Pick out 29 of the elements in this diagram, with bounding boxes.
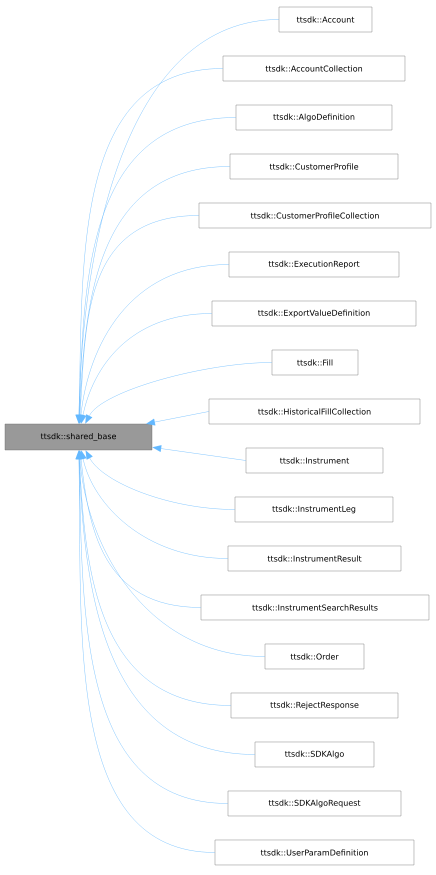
class-box: ttsdk::CustomerProfileCollection bbox=[198, 202, 432, 228]
class-box: ttsdk::Account bbox=[278, 6, 372, 32]
inheritance-arrow bbox=[85, 362, 272, 424]
class-box: ttsdk::AccountCollection bbox=[222, 56, 406, 82]
class-box: ttsdk::InstrumentSearchResults bbox=[200, 594, 430, 620]
class-box: ttsdk::Fill bbox=[272, 350, 358, 376]
class-box: ttsdk::InstrumentResult bbox=[228, 546, 402, 572]
inheritance-arrow bbox=[75, 450, 215, 853]
inheritance-arrow bbox=[146, 411, 209, 426]
class-box: ttsdk::ExecutionReport bbox=[228, 252, 400, 278]
class-box: ttsdk::RejectResponse bbox=[230, 692, 398, 718]
class-box: ttsdk::SDKAlgo bbox=[254, 742, 374, 768]
inheritance-arrow bbox=[152, 445, 246, 461]
class-box: ttsdk::InstrumentLeg bbox=[234, 496, 394, 522]
inheritance-arrow bbox=[80, 313, 212, 424]
inheritance-arrow bbox=[86, 450, 235, 510]
inheritance-arrow bbox=[77, 264, 229, 424]
class-box: ttsdk::AlgoDefinition bbox=[236, 104, 392, 130]
inheritance-arrow bbox=[76, 68, 223, 424]
inheritance-arrow bbox=[75, 19, 279, 424]
class-box: ttsdk::SDKAlgoRequest bbox=[228, 790, 402, 816]
base-class-box: ttsdk::shared_base bbox=[4, 424, 152, 450]
class-box: ttsdk::UserParamDefinition bbox=[214, 840, 414, 866]
class-box: ttsdk::HistoricalFillCollection bbox=[208, 398, 420, 424]
class-box: ttsdk::ExportValueDefinition bbox=[212, 300, 416, 326]
class-box: ttsdk::Instrument bbox=[246, 448, 384, 474]
inheritance-arrow bbox=[80, 450, 228, 559]
class-box: ttsdk::Order bbox=[264, 644, 364, 670]
class-box: ttsdk::CustomerProfile bbox=[230, 154, 398, 180]
